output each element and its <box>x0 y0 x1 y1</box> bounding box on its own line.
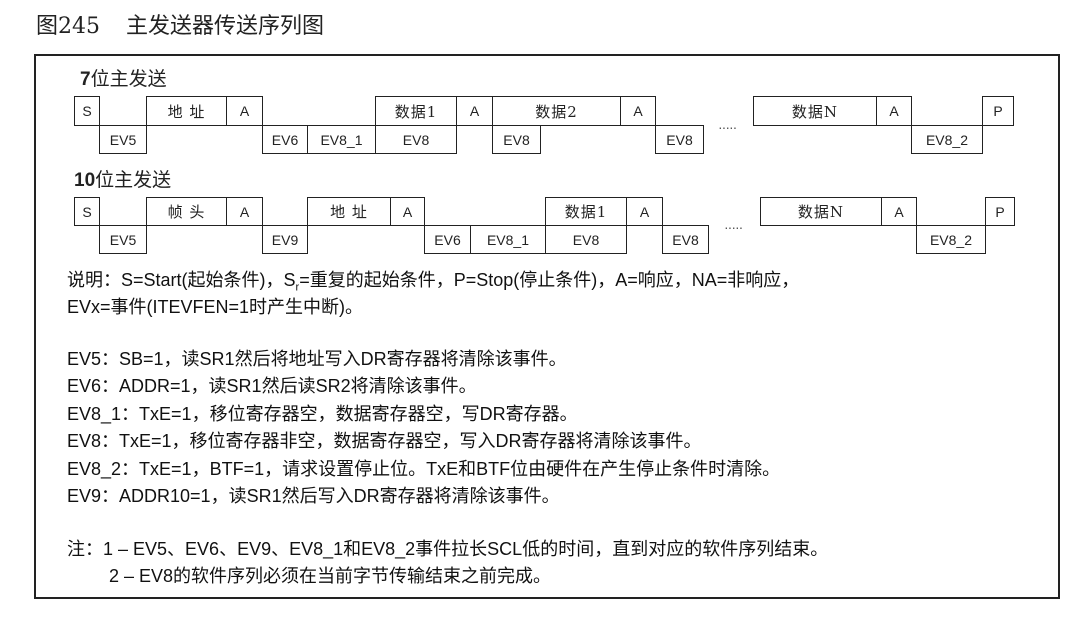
figure-number: 图245 <box>36 14 100 39</box>
seq7-upper-cell: 数据2 <box>492 96 621 126</box>
seq10-upper-cell: 数据1 <box>545 197 627 226</box>
legend-subscript: r <box>295 281 300 294</box>
seq7-upper-cell: A <box>226 96 263 126</box>
seq7-upper-cell: 数据N <box>753 96 877 126</box>
seq10-event-cell: EV5 <box>99 225 147 254</box>
seq10-event-cell: EV8_2 <box>916 225 986 254</box>
event-ev6: EV6：ADDR=1，读SR1然后读SR2将清除该事件。 <box>67 376 477 396</box>
seq10-event-cell: EV9 <box>262 225 308 254</box>
seq10-upper-cell: A <box>390 197 425 226</box>
seq7-upper-cell: A <box>456 96 493 126</box>
seq7-event-cell: EV8 <box>655 125 704 154</box>
legend-line-1: 说明：S=Start(起始条件)，Sr=重复的起始条件，P=Stop(停止条件)… <box>67 266 799 294</box>
seq10-upper-cell: P <box>985 197 1015 226</box>
seq7-title-text: 位主发送 <box>90 68 167 90</box>
event-ev9: EV9：ADDR10=1，读SR1然后写入DR寄存器将清除该事件。 <box>67 486 560 506</box>
seq10-title: 10位主发送 <box>74 165 171 192</box>
seq7-event-cell: EV8_1 <box>307 125 376 154</box>
seq10-upper-cell: 地 址 <box>307 197 391 226</box>
note-2: 2 – EV8的软件序列必须在当前字节传输结束之前完成。 <box>109 566 552 586</box>
seq10-upper-cell: A <box>626 197 663 226</box>
diagram-frame <box>34 54 1060 599</box>
seq10-upper-cell: A <box>881 197 917 226</box>
seq10-upper-cell: 帧 头 <box>146 197 227 226</box>
seq7-event-cell: EV8 <box>375 125 457 154</box>
seq10-event-cell: EV6 <box>424 225 471 254</box>
seq7-ellipsis: ····· <box>718 119 737 135</box>
legend-text-a: 说明：S=Start(起始条件)，S <box>67 270 296 290</box>
figure-caption: 主发送器传送序列图 <box>126 14 325 39</box>
figure-title: 图245 主发送器传送序列图 <box>36 8 324 40</box>
seq7-event-cell: EV6 <box>262 125 308 154</box>
seq10-event-cell: EV8 <box>662 225 709 254</box>
seq7-upper-cell: S <box>74 96 100 126</box>
seq7-upper-cell: 数据1 <box>375 96 457 126</box>
seq10-upper-cell: S <box>74 197 100 226</box>
note-1: 注：1 – EV5、EV6、EV9、EV8_1和EV8_2事件拉长SCL低的时间… <box>67 539 829 559</box>
seq10-title-text: 位主发送 <box>95 169 172 191</box>
seq10-upper-cell: 数据N <box>760 197 882 226</box>
seq7-title-num: 7 <box>80 69 91 90</box>
seq7-upper-cell: A <box>876 96 912 126</box>
legend-line-2: EVx=事件(ITEVFEN=1时产生中断)。 <box>67 297 364 317</box>
seq10-ellipsis: ····· <box>724 219 743 235</box>
event-ev8: EV8：TxE=1，移位寄存器非空，数据寄存器空，写入DR寄存器将清除该事件。 <box>67 431 702 451</box>
seq10-upper-cell: A <box>226 197 263 226</box>
seq7-upper-cell: A <box>620 96 656 126</box>
event-ev5: EV5：SB=1，读SR1然后将地址写入DR寄存器将清除该事件。 <box>67 349 567 369</box>
seq10-event-cell: EV8_1 <box>470 225 546 254</box>
event-ev8-1: EV8_1：TxE=1，移位寄存器空，数据寄存器空，写DR寄存器。 <box>67 404 578 424</box>
event-ev8-2: EV8_2：TxE=1，BTF=1，请求设置停止位。TxE和BTF位由硬件在产生… <box>67 459 781 479</box>
seq10-title-num: 10 <box>74 170 96 191</box>
seq7-upper-cell: P <box>982 96 1014 126</box>
legend-text-b: =重复的起始条件，P=Stop(停止条件)，A=响应，NA=非响应， <box>299 270 800 290</box>
seq7-title: 7位主发送 <box>80 64 167 91</box>
seq7-event-cell: EV5 <box>99 125 147 154</box>
seq7-upper-cell: 地 址 <box>146 96 227 126</box>
seq10-event-cell: EV8 <box>545 225 627 254</box>
seq7-event-cell: EV8 <box>492 125 541 154</box>
seq7-event-cell: EV8_2 <box>911 125 983 154</box>
